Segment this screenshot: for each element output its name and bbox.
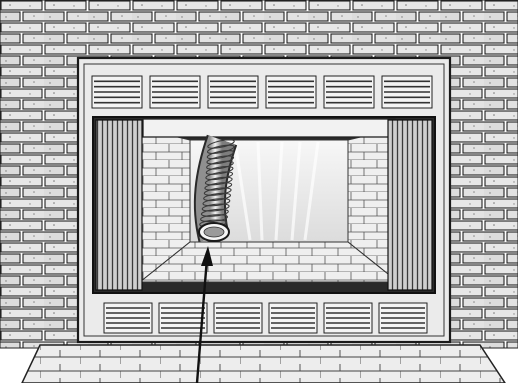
hearth-floor	[22, 345, 505, 383]
right-mesh-screen	[388, 120, 432, 290]
left-mesh-screen	[96, 120, 142, 290]
firebox	[93, 117, 435, 293]
